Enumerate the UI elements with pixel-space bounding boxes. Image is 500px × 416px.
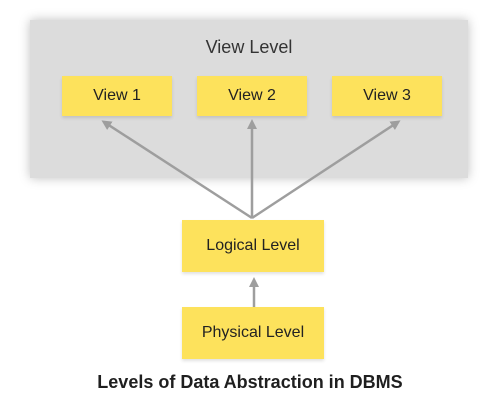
view-2-box: View 2 [197,76,307,116]
logical-level-box: Logical Level [182,220,324,272]
diagram-caption: Levels of Data Abstraction in DBMS [97,372,403,392]
arrow-logical-to-view-1 [101,120,253,220]
arrow-logical-to-view-3 [251,120,401,220]
view-3-box: View 3 [332,76,442,116]
view-1-box: View 1 [62,76,172,116]
physical-level-box: Physical Level [182,307,324,359]
view-level-title: View Level [205,37,293,57]
